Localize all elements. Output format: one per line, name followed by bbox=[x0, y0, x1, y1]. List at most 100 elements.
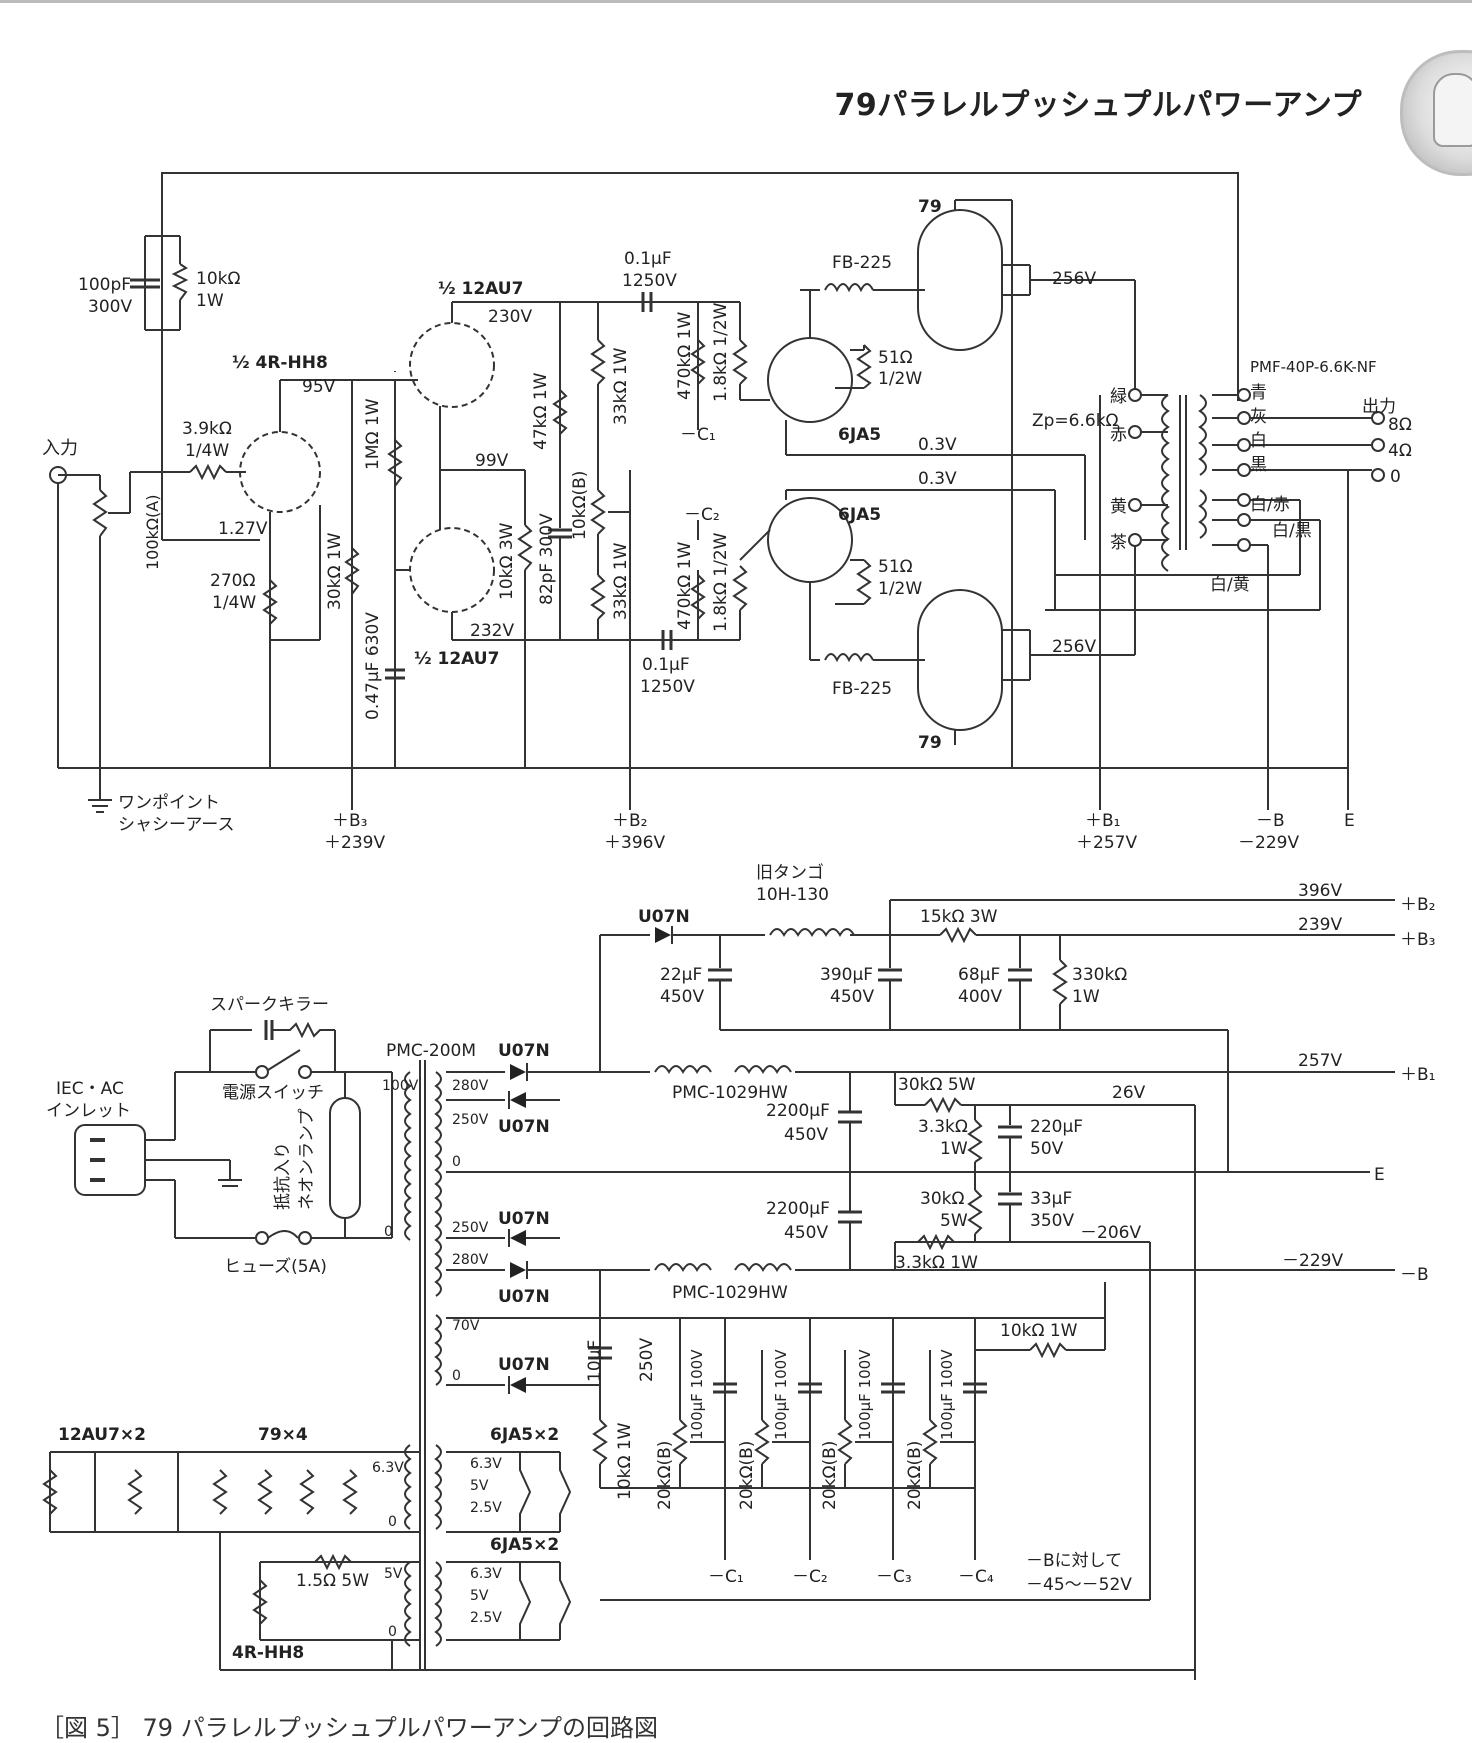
label-r-3k3-value: 3.3kΩ bbox=[918, 1117, 968, 1137]
label-sec-color-2: 白 bbox=[1250, 431, 1267, 451]
label-rail-b1-voltage: ＋257V bbox=[1076, 833, 1137, 853]
label-rail-e: E bbox=[1344, 811, 1355, 831]
label-v1-cathode-voltage: 1.27V bbox=[218, 519, 268, 539]
label-heater-12au7: 12AU7×2 bbox=[58, 1425, 146, 1445]
label-screen-voltage-top: 0.3V bbox=[918, 435, 957, 455]
label-out-b: －B bbox=[1400, 1265, 1429, 1285]
label-r-15k: 15kΩ 3W bbox=[920, 907, 998, 927]
label-rail-b3-voltage: ＋239V bbox=[324, 833, 385, 853]
label-v-229: －229V bbox=[1282, 1251, 1343, 1271]
label-c-100u-2: 100μF 100V bbox=[772, 1349, 790, 1440]
label-r-10k-horizontal: 10kΩ 1W bbox=[1000, 1321, 1078, 1341]
label-r-30k-power: 5W bbox=[940, 1211, 968, 1231]
label-r-51-top-value: 51Ω bbox=[878, 348, 913, 368]
label-diode-6: U07N bbox=[638, 907, 690, 927]
label-vr-in: 100kΩ(A) bbox=[143, 495, 162, 570]
label-out-257: 257V bbox=[1298, 1051, 1342, 1071]
label-r-51-bottom-value: 51Ω bbox=[878, 557, 913, 577]
label-r-1r5: 1.5Ω 5W bbox=[296, 1571, 369, 1591]
label-heater-0-a: 0 bbox=[388, 1514, 397, 1530]
label-c-bottom-value: 0.1μF bbox=[642, 655, 690, 675]
label-nf-color-1: 白/黒 bbox=[1272, 521, 1312, 541]
label-diode-4: U07N bbox=[498, 1287, 550, 1307]
label-rail-b-voltage: －229V bbox=[1238, 833, 1299, 853]
label-out-396: 396V bbox=[1298, 881, 1342, 901]
label-c-nf-value: 100pF bbox=[78, 275, 131, 295]
label-screen-voltage-bottom: 0.3V bbox=[918, 469, 957, 489]
label-h2-tap-5: 5V bbox=[470, 1588, 489, 1604]
label-out-b1: ＋B₁ bbox=[1400, 1065, 1435, 1085]
label-neon-2: ネオンランプ bbox=[297, 1109, 317, 1211]
label-c-2200b-value: 2200μF bbox=[766, 1199, 830, 1219]
label-v2-cathode-voltage: 99V bbox=[475, 451, 509, 471]
label-c-10u-value: 10μF bbox=[585, 1340, 605, 1382]
label-rail-b2-voltage: ＋396V bbox=[604, 833, 665, 853]
label-choke-b: PMC-1029HW bbox=[672, 1283, 788, 1303]
label-c-390-voltage: 450V bbox=[830, 987, 874, 1007]
label-r-51-top-power: 1/2W bbox=[878, 369, 922, 389]
label-c-bottom-voltage: 1250V bbox=[640, 677, 695, 697]
label-pri-color-1: 赤 bbox=[1110, 425, 1127, 445]
label-out-4ohm: 4Ω bbox=[1388, 441, 1412, 461]
top-rule bbox=[0, 0, 1472, 3]
label-v2b: ½ 12AU7 bbox=[414, 649, 499, 669]
label-h2-tap-63: 6.3V bbox=[470, 1566, 502, 1582]
label-output-transformer: PMF-40P-6.6K-NF bbox=[1250, 358, 1377, 376]
label-sec-tap-0: 280V bbox=[452, 1078, 489, 1094]
label-r-47k: 47kΩ 1W bbox=[531, 372, 551, 450]
label-power-transformer: PMC-200M bbox=[386, 1041, 476, 1061]
label-pri-color-3: 茶 bbox=[1110, 533, 1127, 553]
label-old-tango: 旧タンゴ bbox=[756, 862, 824, 883]
label-vr-bias-2: 20kΩ(B) bbox=[737, 1441, 757, 1510]
label-c-047: 0.47μF 630V bbox=[363, 612, 383, 720]
label-r-30k: 30kΩ 1W bbox=[325, 532, 345, 610]
label-v1-plate-voltage: 95V bbox=[302, 377, 336, 397]
label-v6: 79 bbox=[918, 733, 942, 753]
label-c-68-value: 68μF bbox=[958, 965, 1000, 985]
label-out-8ohm: 8Ω bbox=[1388, 415, 1412, 435]
label-rail-b2: ＋B₂ bbox=[612, 811, 647, 831]
label-r-1k8-bottom: 1.8kΩ 1/2W bbox=[711, 532, 731, 632]
label-inlet-1: IEC・AC bbox=[56, 1079, 124, 1099]
label-inlet-2: インレット bbox=[46, 1101, 131, 1121]
label-sec-tap-1: 250V bbox=[452, 1112, 489, 1128]
label-c-220-value: 220μF bbox=[1030, 1117, 1083, 1137]
label-spark-killer: スパークキラー bbox=[210, 995, 329, 1015]
label-heater-6v3: 6.3V bbox=[372, 1460, 404, 1476]
label-c-nf-voltage: 300V bbox=[88, 297, 132, 317]
label-c-82p: 82pF 300V bbox=[537, 513, 557, 605]
label-r-grid-power: 1/4W bbox=[185, 441, 229, 461]
label-rail-b: －B bbox=[1256, 811, 1285, 831]
label-r-cathode-power: 1/4W bbox=[212, 593, 256, 613]
label-v2a-plate-voltage: 230V bbox=[488, 307, 532, 327]
label-r-10k-3w: 10kΩ 3W bbox=[497, 522, 517, 600]
label-heater-79: 79×4 bbox=[258, 1425, 308, 1445]
label-r-330k-power: 1W bbox=[1072, 987, 1100, 1007]
label-vr-bias-3: 20kΩ(B) bbox=[820, 1441, 840, 1510]
label-out-e: E bbox=[1374, 1165, 1385, 1185]
label-bias-out-c2: －C₂ bbox=[792, 1567, 828, 1587]
label-h2-tap-25: 2.5V bbox=[470, 1610, 502, 1626]
label-r-1m: 1MΩ 1W bbox=[363, 398, 383, 470]
label-c-10u-voltage: 250V bbox=[637, 1338, 657, 1382]
label-out-b3: ＋B₃ bbox=[1400, 930, 1435, 950]
label-bias-note-1: －Bに対して bbox=[1026, 1551, 1122, 1571]
label-sec-tap-6: 0 bbox=[452, 1368, 461, 1384]
label-c-33-value: 33μF bbox=[1030, 1189, 1072, 1209]
label-c-2200b-voltage: 450V bbox=[784, 1223, 828, 1243]
label-v2b-plate-voltage: 232V bbox=[470, 621, 514, 641]
label-diode-3: U07N bbox=[498, 1209, 550, 1229]
label-v4: 6JA5 bbox=[838, 505, 881, 525]
label-nf-color-0: 白/赤 bbox=[1250, 495, 1290, 515]
label-heater-4r-hh8: 4R-HH8 bbox=[232, 1643, 304, 1663]
label-c-100u-4: 100μF 100V bbox=[938, 1349, 956, 1440]
schematic-labels: 入力 100kΩ(A) 100pF 300V 10kΩ 1W ½ 4R-HH8 … bbox=[42, 197, 1435, 1663]
label-out-0: 0 bbox=[1390, 467, 1401, 487]
label-r-3k3-bottom: 3.3kΩ 1W bbox=[895, 1253, 978, 1273]
label-vr-balance: 10kΩ(B) bbox=[570, 471, 590, 540]
label-r-30k-5w-top: 30kΩ 5W bbox=[898, 1075, 976, 1095]
label-sec-color-1: 灰 bbox=[1250, 407, 1267, 427]
label-choke-10h: 10H-130 bbox=[756, 885, 829, 905]
label-power-switch: 電源スイッチ bbox=[222, 1083, 324, 1103]
